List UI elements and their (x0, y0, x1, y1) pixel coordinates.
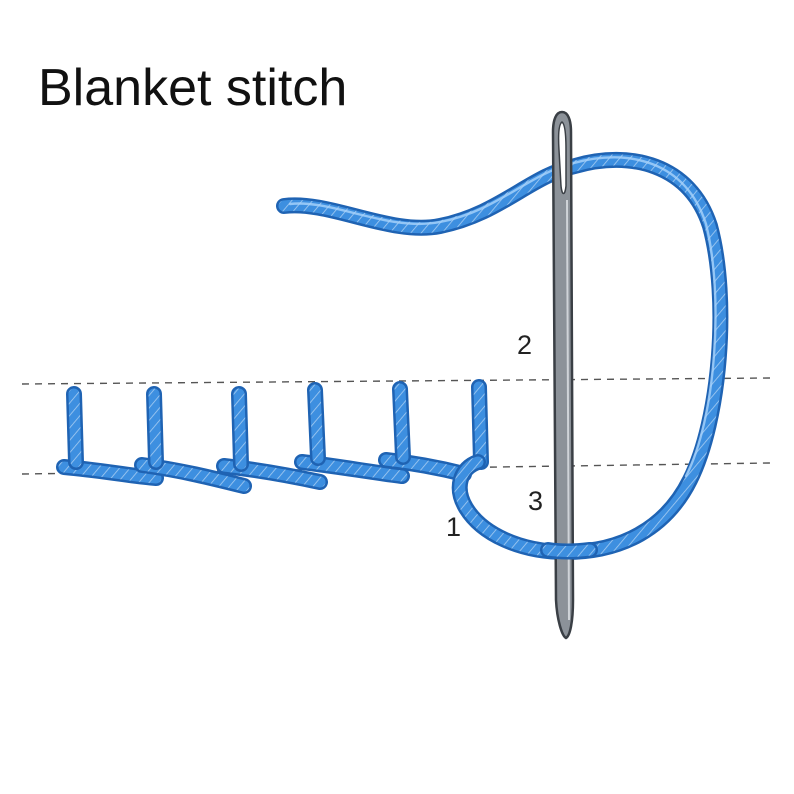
thread-over-needle (540, 542, 598, 560)
completed-stitches (56, 379, 489, 494)
stitch-legs (66, 379, 489, 472)
step-label-2: 2 (517, 330, 532, 360)
step-label-3: 3 (528, 486, 543, 516)
diagram-title: Blanket stitch (38, 59, 348, 117)
step-label-1: 1 (446, 512, 461, 542)
blue-thread (276, 152, 729, 561)
needle (551, 110, 575, 640)
